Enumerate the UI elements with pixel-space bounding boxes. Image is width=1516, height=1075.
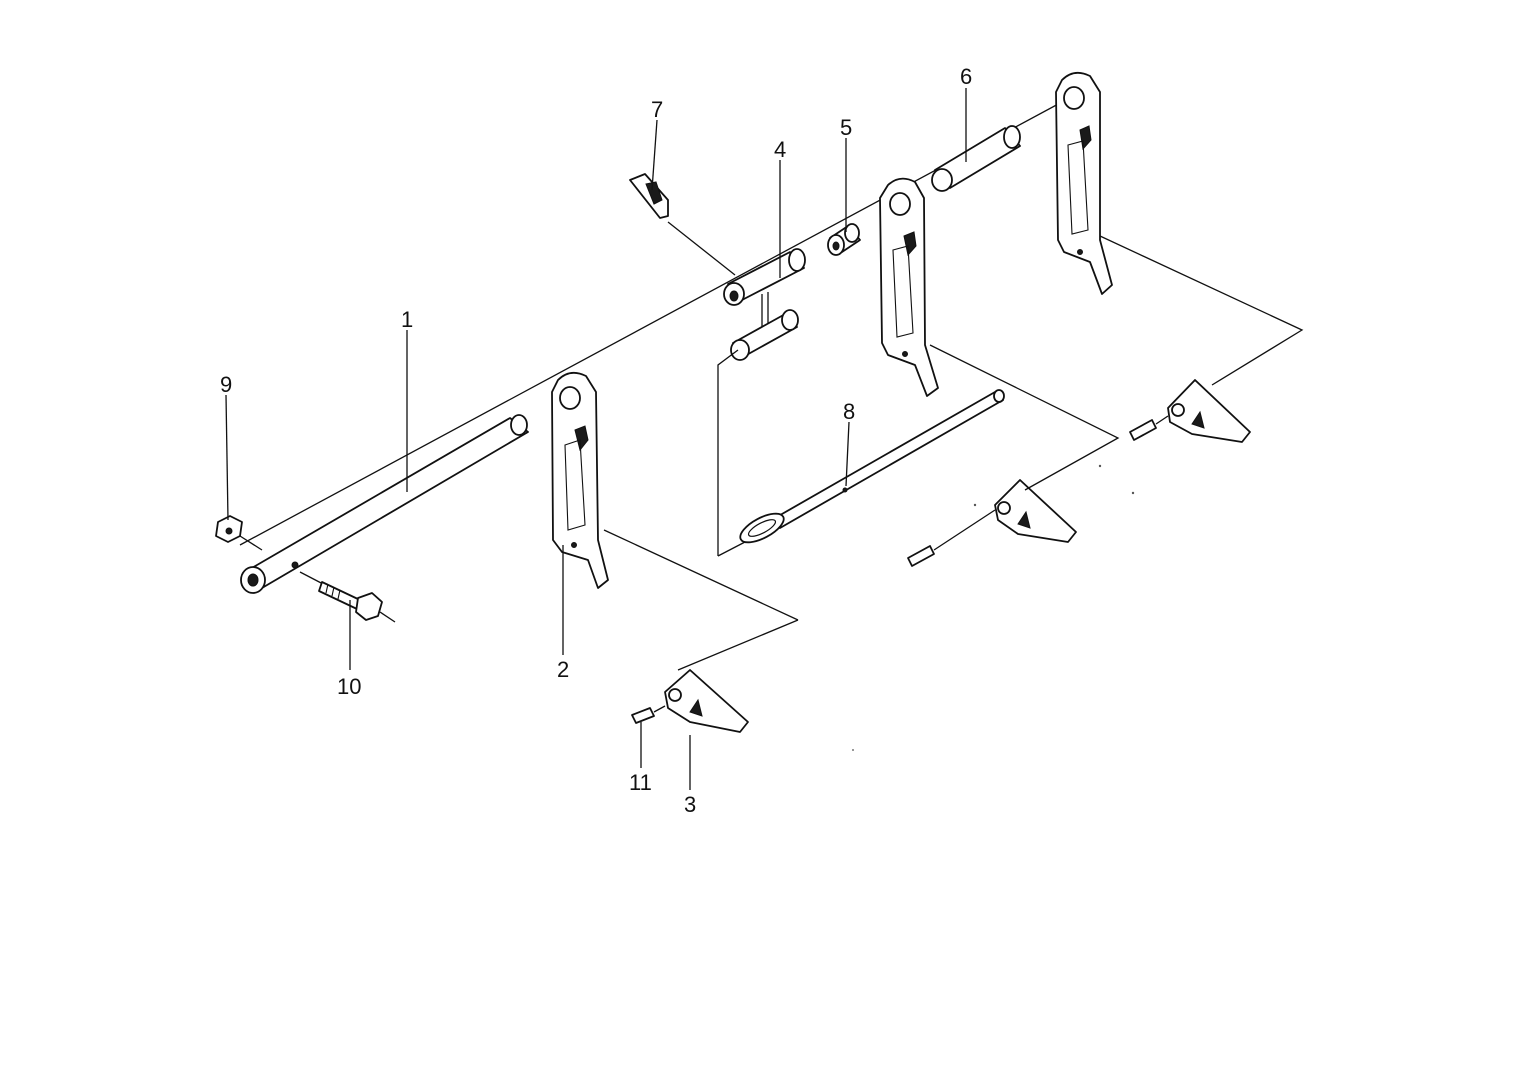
part-4-sleeve: [723, 248, 806, 361]
callout-3: 3: [684, 792, 696, 817]
callout-9: 9: [220, 372, 232, 397]
part-3-tine-rear: [1167, 379, 1251, 443]
callout-1: 1: [401, 307, 413, 332]
guide-line-front: [603, 529, 799, 621]
part-5-bushing: [827, 223, 861, 256]
part-10-bolt: [299, 571, 396, 623]
guide-line-rear: [1099, 235, 1304, 386]
part-1-tube: [240, 414, 529, 594]
speck: [1131, 491, 1135, 495]
callout-10: 10: [337, 674, 361, 699]
part-2-lever-middle: [879, 177, 939, 397]
callout-4: 4: [774, 137, 786, 162]
callout-5: 5: [840, 115, 852, 140]
speck: [1098, 464, 1102, 468]
part-11-pin-front: [631, 705, 666, 724]
callout-8: 8: [843, 399, 855, 424]
speck: [973, 503, 977, 507]
leader-lines: [225, 88, 967, 790]
part-9-nut: [215, 515, 263, 551]
part-7-clip: [629, 173, 736, 276]
part-3-tine-front: [664, 619, 799, 733]
part-6-spacer: [931, 125, 1021, 192]
speck: [852, 749, 854, 751]
part-2-lever-rear: [1055, 71, 1113, 295]
part-11-pin-rear: [1129, 415, 1169, 441]
part-8-pin: [717, 349, 1005, 557]
callout-11: 11: [629, 770, 652, 795]
callout-2: 2: [557, 657, 569, 682]
part-3-tine-middle: [994, 479, 1077, 543]
callout-6: 6: [960, 64, 972, 89]
guide-line-middle: [929, 344, 1120, 491]
part-11-pin-middle: [907, 509, 996, 567]
callout-7: 7: [651, 97, 663, 122]
part-2-lever-front: [551, 371, 609, 589]
